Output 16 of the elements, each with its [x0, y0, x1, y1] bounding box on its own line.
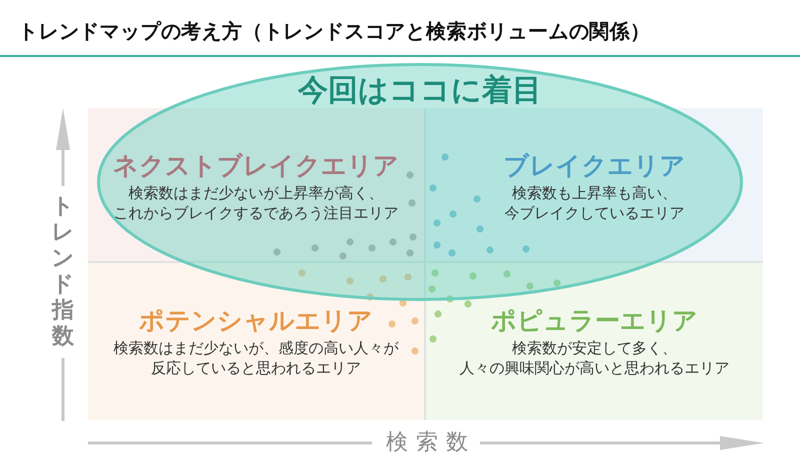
area-heading: ブレイクエリア: [504, 151, 686, 181]
page-title: トレンドマップの考え方（トレンドスコアと検索ボリュームの関係）: [18, 18, 650, 44]
axis-label: トレンド指数: [51, 194, 75, 350]
area-description: 検索数も上昇率も高い、今ブレイクしているエリア: [504, 183, 686, 223]
area-description: 検索数はまだ少ないが、感度の高い人々が反応していると思われるエリア: [112, 338, 400, 378]
quadrant-panel: [426, 108, 763, 261]
area-description: 検索数はまだ少ないが上昇率が高く、これからブレイクするであろう注目エリア: [112, 183, 400, 223]
quadrant-panel: [88, 263, 424, 420]
area-description: 検索数が安定して多く、人々の興味関心が高いと思われるエリア: [458, 338, 730, 378]
ellipse-title: 今回はココに着目: [298, 76, 542, 106]
area-heading: ポテンシャルエリア: [139, 306, 373, 336]
highlight-ellipse: [97, 63, 743, 301]
area-heading: ネクストブレイクエリア: [113, 151, 399, 181]
axis-label: 検索数: [386, 431, 476, 455]
quadrant-panel: [426, 263, 763, 420]
area-heading: ポピュラーエリア: [491, 306, 698, 336]
